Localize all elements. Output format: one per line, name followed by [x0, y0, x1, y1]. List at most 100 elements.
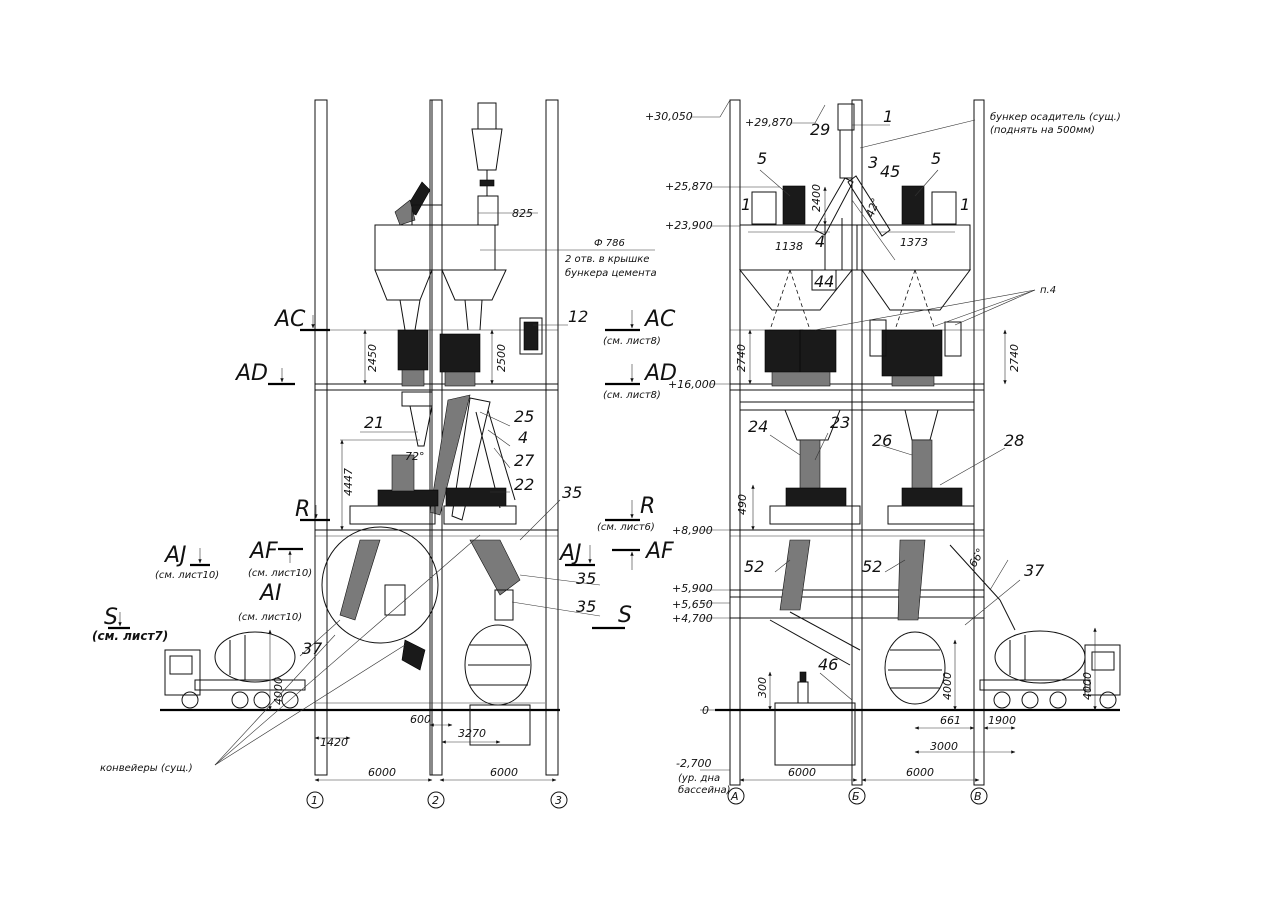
left-silos [374, 102, 507, 331]
dim-2400: 2400 [810, 184, 823, 212]
leader-p4: п.4 [1040, 285, 1056, 296]
dim-1420: 1420 [320, 736, 348, 749]
section-AF-ref: (см. лист10) [248, 568, 312, 579]
right-pool [774, 671, 856, 766]
right-axis-bubbles: А Б В [727, 787, 988, 805]
right-level-marks [690, 99, 826, 771]
section-AD-ref: (см. лист8) [603, 390, 661, 401]
dim-2500: 2500 [495, 344, 508, 372]
axis-V: В [974, 790, 982, 803]
left-elevation-view: 825 Ф 786 2 отв. в крышке бункера цемент… [92, 99, 657, 809]
dim-1900: 1900 [988, 714, 1016, 727]
left-mixer-truck [164, 631, 306, 709]
bunker-note-1: бункер осадитель (сущ.) [990, 111, 1121, 123]
section-AC-center: AC [643, 307, 676, 332]
dim-6000-left-b: 6000 [490, 766, 518, 779]
left-leaders [214, 324, 601, 766]
section-AJ-left: AJ [163, 543, 187, 568]
right-mixer-drum [884, 631, 946, 705]
conveyor-note: конвейеры (сущ.) [100, 763, 193, 774]
dim-4000-right-b: 4000 [1081, 672, 1094, 700]
leader-35-c: 35 [576, 597, 596, 616]
center-section-marks: AC (см. лист8) AD (см. лист8) R (см. лис… [558, 307, 677, 630]
section-AC-left: AC [273, 307, 306, 332]
leader-21: 21 [364, 413, 384, 432]
section-AI: AI [258, 581, 282, 606]
dim-300: 300 [756, 677, 769, 698]
pool-note-1: (ур. дна [678, 773, 720, 784]
leader-52-a: 52 [744, 557, 764, 576]
right-elevation-view: +30,050 +29,870 +25,870 +23,900 +16,000 … [645, 99, 1121, 805]
left-section-marks [108, 315, 330, 630]
hole-note-2: 2 отв. в крышке [565, 254, 649, 265]
leader-4: 4 [518, 428, 528, 447]
leader-45: 45 [880, 162, 900, 181]
dim-3000: 3000 [930, 740, 958, 753]
left-dosers [339, 317, 543, 671]
dim-6000-right-b: 6000 [906, 766, 934, 779]
section-R-ref: (см. лист6) [597, 522, 655, 533]
axis-3: 3 [555, 794, 562, 807]
dim-4447: 4447 [342, 468, 355, 496]
section-S-ref: (см. лист7) [92, 629, 168, 643]
section-S-left: S [104, 605, 118, 630]
dim-2740-b: 2740 [1008, 344, 1021, 372]
detail-circle-AI [321, 526, 439, 644]
right-floors [715, 329, 1120, 712]
dim-72-deg: 72° [405, 450, 425, 463]
dim-2740-a: 2740 [735, 344, 748, 372]
section-AD-left: AD [234, 361, 268, 386]
leader-27: 27 [514, 451, 535, 470]
left-floors [160, 329, 560, 712]
dim-4000-right-a: 4000 [941, 672, 954, 700]
leader-44: 44 [814, 272, 834, 291]
dim-490: 490 [736, 494, 749, 515]
leader-5-a: 5 [757, 149, 767, 168]
section-AI-ref: (см. лист10) [238, 612, 302, 623]
dim-661: 661 [940, 714, 961, 727]
leader-35-a: 35 [562, 483, 582, 502]
leader-4-right: 4 [815, 232, 825, 251]
leader-25: 25 [514, 407, 534, 426]
section-AJ-center: AJ [558, 541, 582, 566]
leader-29: 29 [810, 120, 830, 139]
level-16000: +16,000 [668, 378, 716, 391]
leader-35-b: 35 [576, 569, 596, 588]
leader-26: 26 [872, 431, 892, 450]
axis-2: 2 [432, 794, 439, 807]
section-R-left: R [295, 497, 310, 522]
dim-6000-right-a: 6000 [788, 766, 816, 779]
right-dimensions [739, 186, 1097, 782]
dim-1138: 1138 [775, 240, 803, 253]
section-AJ-ref: (см. лист10) [155, 570, 219, 581]
level-minus-2700: -2,700 [676, 757, 711, 770]
right-columns [729, 99, 985, 786]
pool-note-2: бассейна) [678, 784, 731, 796]
dim-825: 825 [512, 207, 533, 220]
dim-42-deg: 42° [864, 196, 883, 219]
leader-12: 12 [568, 307, 588, 326]
section-AD-center: AD [643, 361, 677, 386]
right-dosers [764, 319, 1016, 666]
leader-52-b: 52 [862, 557, 882, 576]
level-5900: +5,900 [672, 582, 713, 595]
level-25870: +25,870 [665, 180, 713, 193]
level-0: 0 [702, 704, 709, 717]
level-23900: +23,900 [665, 219, 713, 232]
leader-23: 23 [830, 413, 850, 432]
section-AC-ref: (см. лист8) [603, 336, 661, 347]
level-4700: +4,700 [672, 612, 713, 625]
section-S-center: S [618, 603, 632, 628]
leader-46: 46 [818, 655, 838, 674]
leader-1-b: 1 [960, 195, 970, 214]
section-R-center: R [640, 494, 655, 519]
right-mixer-truck [979, 630, 1121, 709]
dim-1373: 1373 [900, 236, 928, 249]
leader-22: 22 [514, 475, 534, 494]
dim-6000-left-a: 6000 [368, 766, 396, 779]
center-mixer-drum [464, 624, 532, 746]
axis-B: Б [852, 790, 860, 803]
level-29870: +29,870 [745, 116, 793, 129]
level-30050: +30,050 [645, 110, 693, 123]
